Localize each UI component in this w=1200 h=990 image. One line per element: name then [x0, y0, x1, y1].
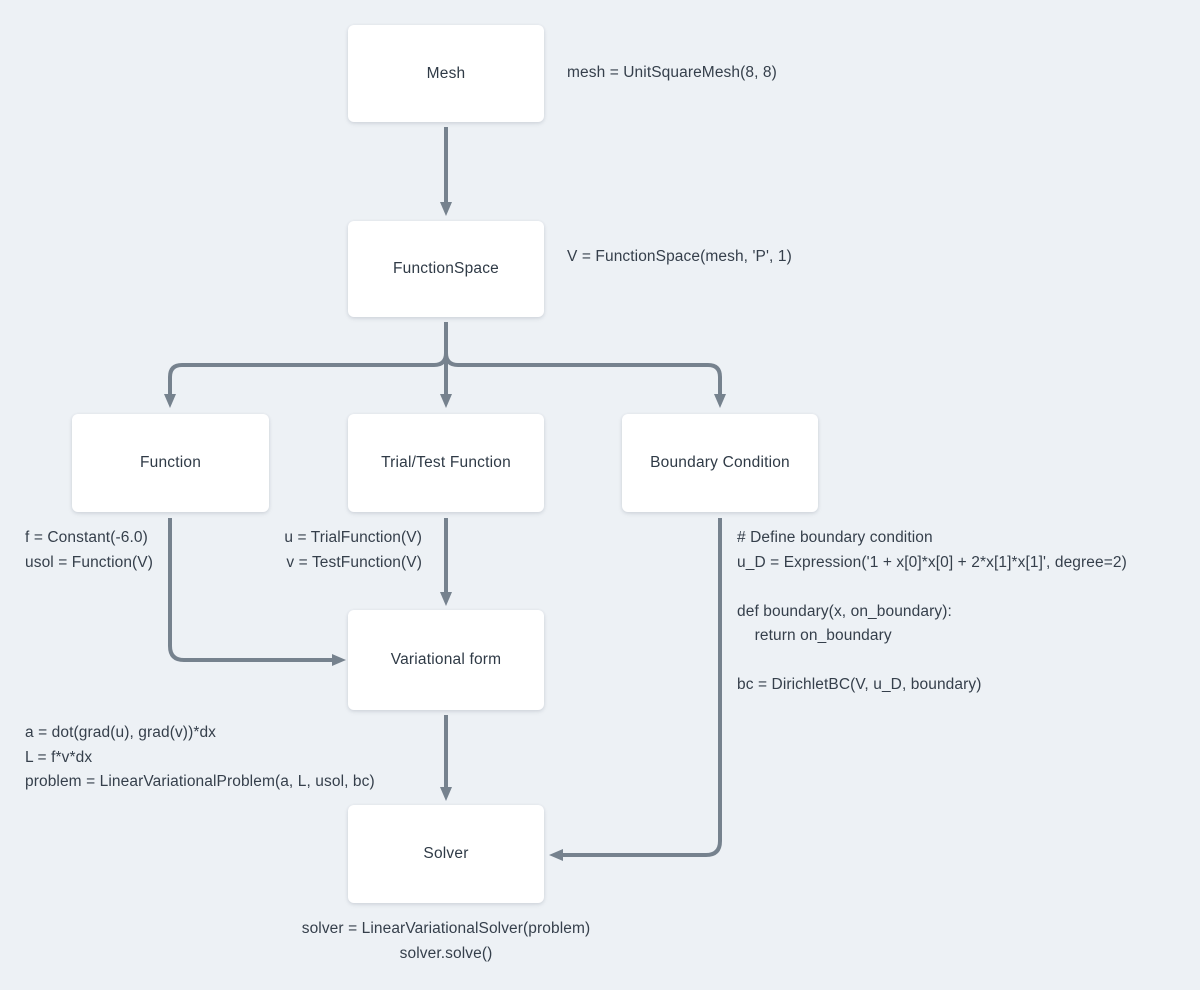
node-boundary-condition: Boundary Condition — [622, 414, 818, 512]
node-solver-label: Solver — [423, 845, 469, 862]
node-solver: Solver — [348, 805, 544, 903]
code-variational-form: a = dot(grad(u), grad(v))*dx L = f*v*dx … — [25, 724, 375, 790]
code-trial-test-function: u = TrialFunction(V) v = TestFunction(V) — [284, 529, 422, 571]
edge-boundary-to-solver — [549, 518, 722, 861]
code-mesh: mesh = UnitSquareMesh(8, 8) — [567, 64, 777, 81]
node-function-space-label: FunctionSpace — [393, 260, 499, 277]
code-function-space: V = FunctionSpace(mesh, 'P', 1) — [567, 248, 792, 265]
node-function-space: FunctionSpace — [348, 221, 544, 317]
edge-functionspace-to-boundary — [444, 352, 726, 408]
node-mesh: Mesh — [348, 25, 544, 122]
node-variational-form: Variational form — [348, 610, 544, 710]
node-boundary-condition-label: Boundary Condition — [650, 454, 790, 471]
code-function: f = Constant(-6.0) usol = Function(V) — [25, 529, 154, 571]
code-boundary-condition: # Define boundary condition u_D = Expres… — [737, 529, 1127, 693]
code-solver: solver = LinearVariationalSolver(problem… — [301, 920, 591, 962]
node-mesh-label: Mesh — [426, 64, 466, 82]
node-function: Function — [72, 414, 269, 512]
node-variational-form-label: Variational form — [390, 651, 502, 668]
node-trial-test-function: Trial/Test Function — [348, 414, 544, 512]
edge-functionspace-to-function — [164, 352, 448, 408]
node-function-label: Function — [139, 454, 202, 471]
node-trial-test-function-label: Trial/Test Function — [381, 454, 511, 471]
